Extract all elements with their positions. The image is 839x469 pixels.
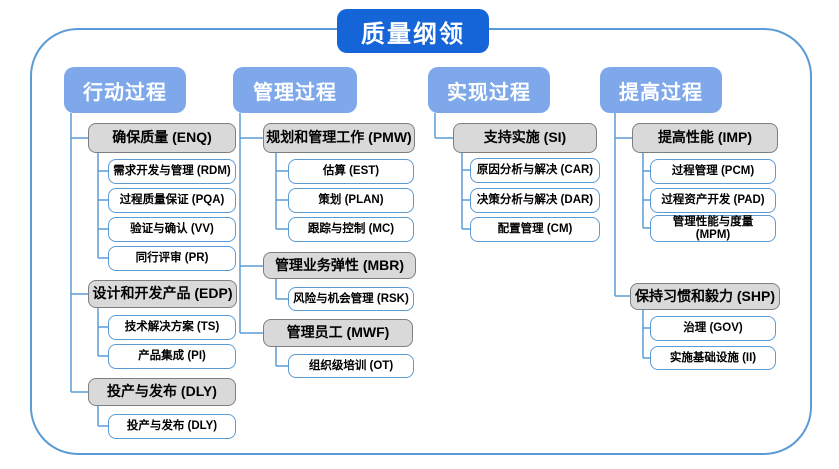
node-gov: 治理 (GOV) xyxy=(650,316,776,341)
node-edp: 设计和开发产品 (EDP) xyxy=(88,280,237,308)
node-dly: 投产与发布 (DLY) xyxy=(88,378,236,406)
node-pqa: 过程质量保证 (PQA) xyxy=(108,188,236,213)
node-dly-child: 投产与发布 (DLY) xyxy=(108,414,236,439)
node-est: 估算 (EST) xyxy=(288,159,414,184)
header-action-process: 行动过程 xyxy=(64,67,186,113)
node-pr: 同行评审 (PR) xyxy=(108,246,236,271)
node-imp: 提高性能 (IMP) xyxy=(632,123,778,153)
node-cm: 配置管理 (CM) xyxy=(470,217,600,242)
header-management-process: 管理过程 xyxy=(233,67,357,113)
node-pmw: 规划和管理工作 (PMW) xyxy=(263,123,415,153)
node-pcm: 过程管理 (PCM) xyxy=(650,159,776,184)
node-si: 支持实施 (SI) xyxy=(453,123,597,153)
header-improvement-process: 提高过程 xyxy=(600,67,722,113)
header-implementation-process: 实现过程 xyxy=(428,67,550,113)
node-ts: 技术解决方案 (TS) xyxy=(108,315,236,340)
node-mwf: 管理员工 (MWF) xyxy=(263,319,413,347)
diagram-title: 质量纲领 xyxy=(337,9,489,53)
node-dar: 决策分析与解决 (DAR) xyxy=(470,188,600,213)
node-rsk: 风险与机会管理 (RSK) xyxy=(288,287,414,311)
node-mbr: 管理业务弹性 (MBR) xyxy=(263,252,416,279)
node-rdm: 需求开发与管理 (RDM) xyxy=(108,159,236,184)
node-mpm: 管理性能与度量 (MPM) xyxy=(650,215,776,242)
node-enq: 确保质量 (ENQ) xyxy=(88,123,236,153)
node-vv: 验证与确认 (VV) xyxy=(108,217,236,242)
node-pad: 过程资产开发 (PAD) xyxy=(650,188,776,213)
node-ii: 实施基础设施 (II) xyxy=(650,346,776,370)
node-pi: 产品集成 (PI) xyxy=(108,344,236,369)
node-shp: 保持习惯和毅力 (SHP) xyxy=(630,283,780,310)
node-ot: 组织级培训 (OT) xyxy=(288,354,414,378)
node-plan: 策划 (PLAN) xyxy=(288,188,414,213)
node-car: 原因分析与解决 (CAR) xyxy=(470,158,600,183)
node-mc: 跟踪与控制 (MC) xyxy=(288,217,414,242)
